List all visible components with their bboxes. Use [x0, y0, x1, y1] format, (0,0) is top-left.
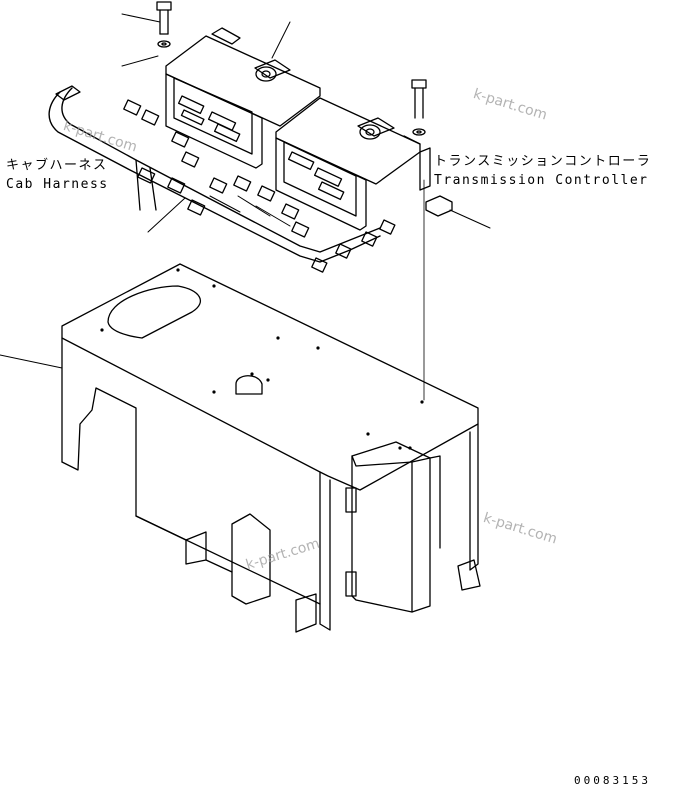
bolt-left — [156, 1, 172, 48]
console-cover — [61, 263, 481, 633]
leader-lines — [0, 13, 491, 369]
cab-harness-label-jp: キャブハーネス — [6, 158, 108, 173]
transmission-controller-label-en: Transmission Controller — [434, 173, 649, 188]
document-number: 00083153 — [574, 774, 651, 787]
bolt-right — [411, 79, 427, 401]
cab-harness-label-en: Cab Harness — [6, 177, 109, 192]
cab-harness — [48, 85, 453, 273]
transmission-controller — [165, 27, 431, 231]
transmission-controller-label-jp: トランスミッションコントローラ — [434, 154, 652, 169]
